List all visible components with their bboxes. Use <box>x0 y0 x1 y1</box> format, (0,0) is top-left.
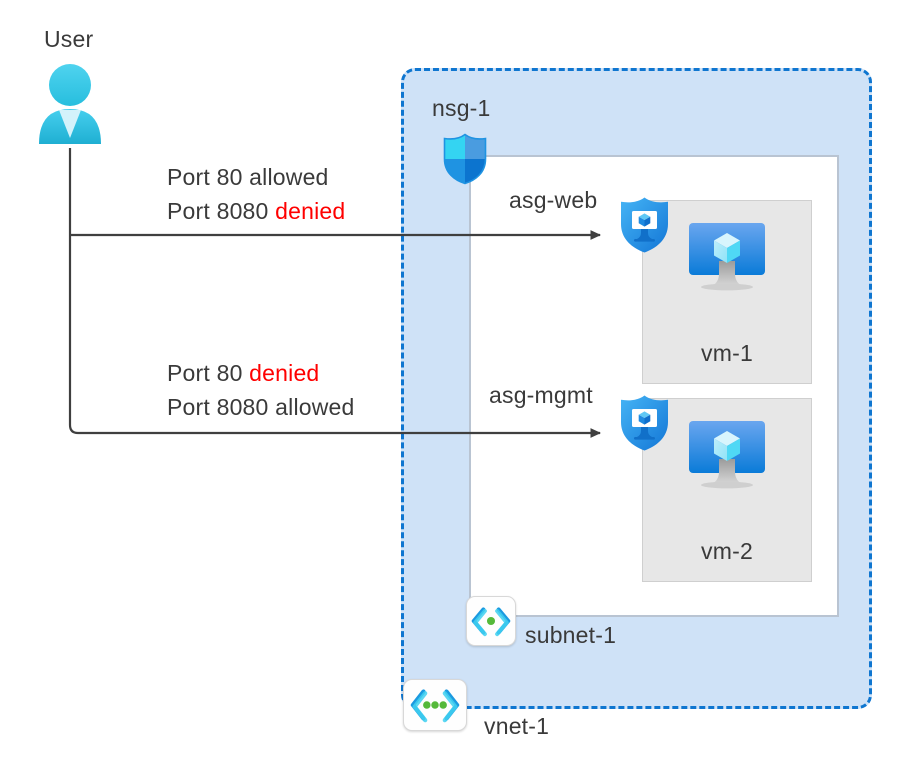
asg-shield-icon <box>617 394 672 452</box>
shield-icon <box>441 133 489 185</box>
vnet-icon <box>403 679 467 731</box>
user-label: User <box>44 26 94 52</box>
rule-port-prefix: Port 80 <box>167 360 250 386</box>
vm-label: vm-2 <box>701 538 753 564</box>
asg-mgmt-label: asg-mgmt <box>489 382 593 408</box>
rule-port-prefix: Port 8080 <box>167 198 276 224</box>
rule-line: Port 8080 allowed <box>167 390 355 424</box>
rule-status-denied: denied <box>275 198 346 224</box>
vm-card-vm-2[interactable]: vm-2 <box>642 398 812 582</box>
user-icon <box>33 62 107 144</box>
rule-line: Port 80 denied <box>167 356 355 390</box>
virtual-machine-icon <box>683 419 771 503</box>
subnet-icon <box>466 596 516 646</box>
subnet-label: subnet-1 <box>525 622 617 648</box>
rule-line: Port 80 allowed <box>167 160 345 194</box>
asg-web-label: asg-web <box>509 187 598 213</box>
rule-port-prefix: Port 8080 <box>167 394 276 420</box>
rule-label-web: Port 80 allowed Port 8080 denied <box>167 160 345 228</box>
rule-status: allowed <box>275 394 355 420</box>
rule-line: Port 8080 denied <box>167 194 345 228</box>
vm-label: vm-1 <box>701 340 753 366</box>
nsg-label: nsg-1 <box>432 95 491 121</box>
vm-card-vm-1[interactable]: vm-1 <box>642 200 812 384</box>
rule-port-prefix: Port 80 <box>167 164 250 190</box>
rule-status: allowed <box>249 164 329 190</box>
vnet-label: vnet-1 <box>484 713 550 739</box>
asg-shield-icon <box>617 196 672 254</box>
rule-status-denied: denied <box>249 360 320 386</box>
virtual-machine-icon <box>683 221 771 305</box>
rule-label-mgmt: Port 80 denied Port 8080 allowed <box>167 356 355 424</box>
